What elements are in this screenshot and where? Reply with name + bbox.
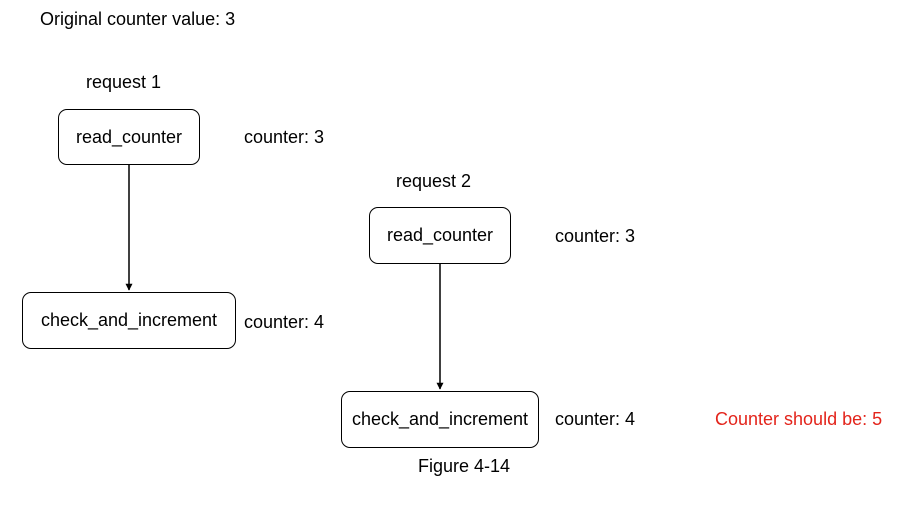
- request2-read-counter-value: counter: 3: [555, 226, 636, 246]
- expected-counter-note: Counter should be: 5: [715, 409, 883, 429]
- request1-check-counter-value: counter: 4: [244, 312, 325, 332]
- request1-read-counter-label: read_counter: [75, 126, 183, 147]
- request2-title: request 2: [396, 171, 472, 191]
- request1-check-and-increment-box: check_and_increment: [22, 292, 236, 349]
- original-counter-value-label: Original counter value: 3: [40, 9, 236, 29]
- request1-title: request 1: [86, 72, 162, 92]
- request2-read-counter-label: read_counter: [386, 225, 494, 245]
- request2-check-counter-value: counter: 4: [555, 409, 636, 429]
- request1-read-counter-value: counter: 3: [244, 127, 325, 147]
- request1-check-and-increment-label: check_and_increment: [40, 310, 218, 330]
- request2-check-and-increment-label: check_and_increment: [351, 409, 529, 429]
- figure-caption: Figure 4-14: [418, 456, 511, 476]
- request1-read-counter-box: read_counter: [58, 109, 200, 165]
- request2-read-counter-box: read_counter: [369, 207, 511, 264]
- request2-check-and-increment-box: check_and_increment: [341, 391, 539, 448]
